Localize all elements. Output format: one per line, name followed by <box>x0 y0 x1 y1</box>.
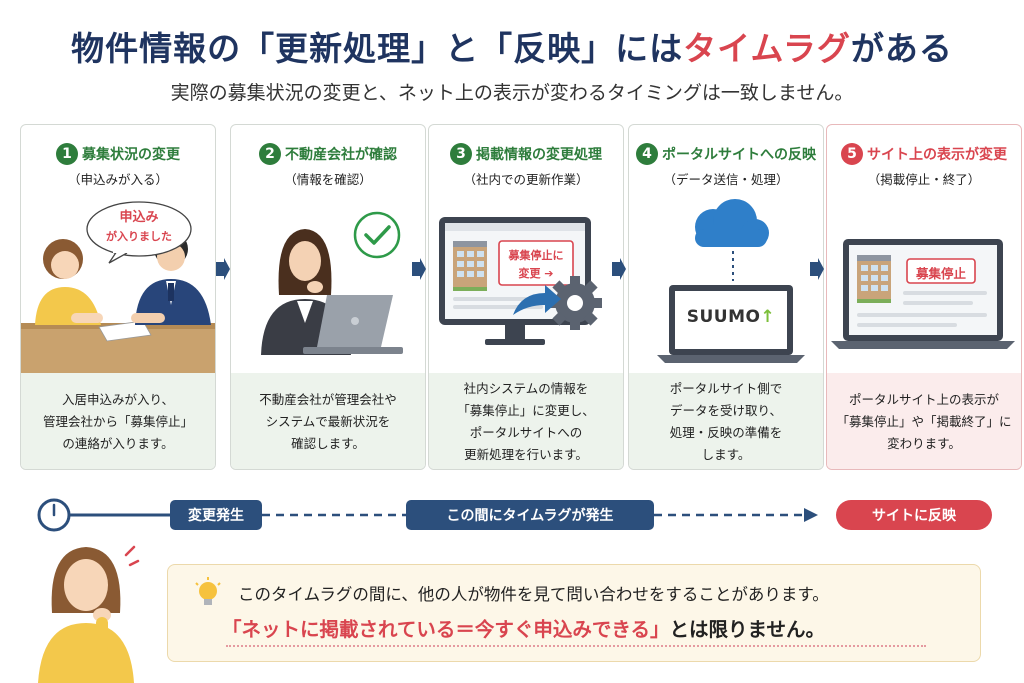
status-badge: 募集停止 <box>915 266 966 281</box>
speech-bubble: 申込みが入りました <box>106 210 172 243</box>
dotted-underline <box>226 645 926 647</box>
timeline-end-label: サイトに反映 <box>836 500 992 530</box>
step-number-badge: 5 <box>841 143 863 165</box>
thinking-woman-illustration <box>38 545 140 683</box>
screen-status-text: 募集停止に変更 ➔ <box>508 249 564 280</box>
timeline-lag-label: この間にタイムラグが発生 <box>406 500 654 530</box>
meeting-illustration: 申込みが入りました <box>21 195 215 373</box>
suumo-logo: SUUMO↑ <box>686 307 776 327</box>
portal-sync-illustration: SUUMO↑ <box>629 195 823 373</box>
step-subtitle: （申込みが入る） <box>67 172 168 187</box>
step-subtitle: （情報を確認） <box>284 172 372 187</box>
title-main: 物件情報の「更新処理」と「反映」には <box>71 29 684 68</box>
checkmark-icon <box>353 211 401 259</box>
clock-icon <box>37 498 71 532</box>
page-title: 物件情報の「更新処理」と「反映」にはタイムラグがある <box>0 22 1024 70</box>
step-subtitle: （掲載停止・終了） <box>867 172 981 187</box>
step-title: ポータルサイトへの反映 <box>662 147 816 163</box>
step-title: 不動産会社が確認 <box>285 147 397 163</box>
arrow-right-icon <box>810 258 824 280</box>
caution-note: このタイムラグの間に、他の人が物件を見て問い合わせをすることがあります。 「ネッ… <box>167 564 981 662</box>
step-number-badge: 3 <box>450 143 472 165</box>
step-subtitle: （社内での更新作業） <box>463 172 589 187</box>
step-number-badge: 1 <box>56 143 78 165</box>
timeline-start-label: 変更発生 <box>170 500 262 530</box>
monitor-update-illustration: 募集停止に変更 ➔ <box>429 195 623 373</box>
step-title: 募集状況の変更 <box>82 147 180 163</box>
step-title: サイト上の表示が変更 <box>867 147 1007 163</box>
arrow-right-icon <box>412 258 426 280</box>
step-description: 入居申込みが入り、 管理会社から「募集停止」 の連絡が入ります。 <box>21 373 215 469</box>
step-description: 不動産会社が管理会社や システムで最新状況を 確認します。 <box>231 373 425 469</box>
lightbulb-icon <box>195 577 221 605</box>
step-number-badge: 4 <box>636 143 658 165</box>
arrow-right-icon <box>216 258 230 280</box>
arrow-right-icon <box>612 258 626 280</box>
step-number-badge: 2 <box>259 143 281 165</box>
title-tail: がある <box>850 29 953 68</box>
step-subtitle: （データ送信・処理） <box>663 172 789 187</box>
note-line-1: このタイムラグの間に、他の人が物件を見て問い合わせをすることがあります。 <box>238 585 829 604</box>
title-highlight: タイムラグ <box>683 29 851 68</box>
agent-laptop-illustration <box>231 195 425 373</box>
page-subtitle: 実際の募集状況の変更と、ネット上の表示が変わるタイミングは一致しません。 <box>170 82 854 104</box>
site-updated-illustration: 募集停止 <box>827 195 1021 373</box>
step-title: 掲載情報の変更処理 <box>476 147 602 163</box>
step-description: ポータルサイト上の表示が 「募集停止」や「掲載終了」に 変わります。 <box>827 373 1021 469</box>
step-description: ポータルサイト側で データを受け取り、 処理・反映の準備を します。 <box>629 373 823 469</box>
timeline <box>37 498 818 532</box>
note-line-2: 「ネットに掲載されている＝今すぐ申込みできる」とは限りません。 <box>222 618 825 641</box>
cloud-icon <box>695 199 769 247</box>
step-description: 社内システムの情報を 「募集停止」に変更し、 ポータルサイトへの 更新処理を行い… <box>429 373 623 469</box>
